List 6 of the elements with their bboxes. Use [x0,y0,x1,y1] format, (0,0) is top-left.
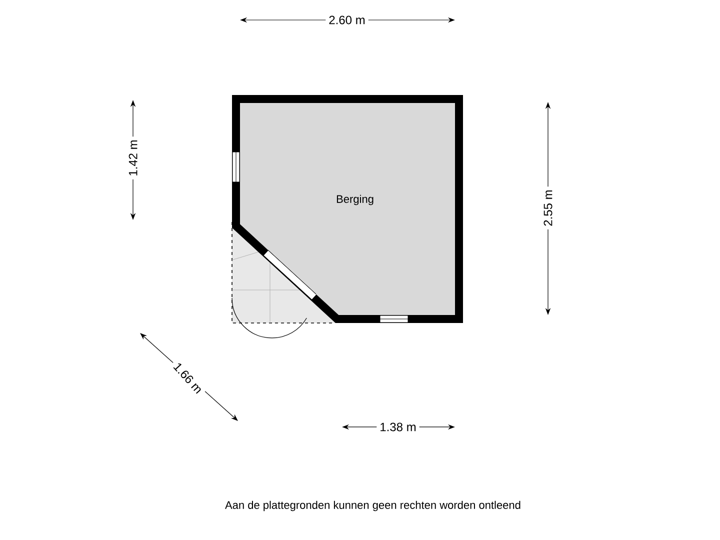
dimension-label: 2.60 m [326,12,368,28]
dimension-label: 2.55 m [540,186,556,230]
dimension-label: 1.38 m [376,420,420,434]
dimension-label: 1.42 m [126,136,140,180]
room-label: Berging [336,194,374,206]
caption: Aan de plattegronden kunnen geen rechten worden ontleend [225,500,520,512]
